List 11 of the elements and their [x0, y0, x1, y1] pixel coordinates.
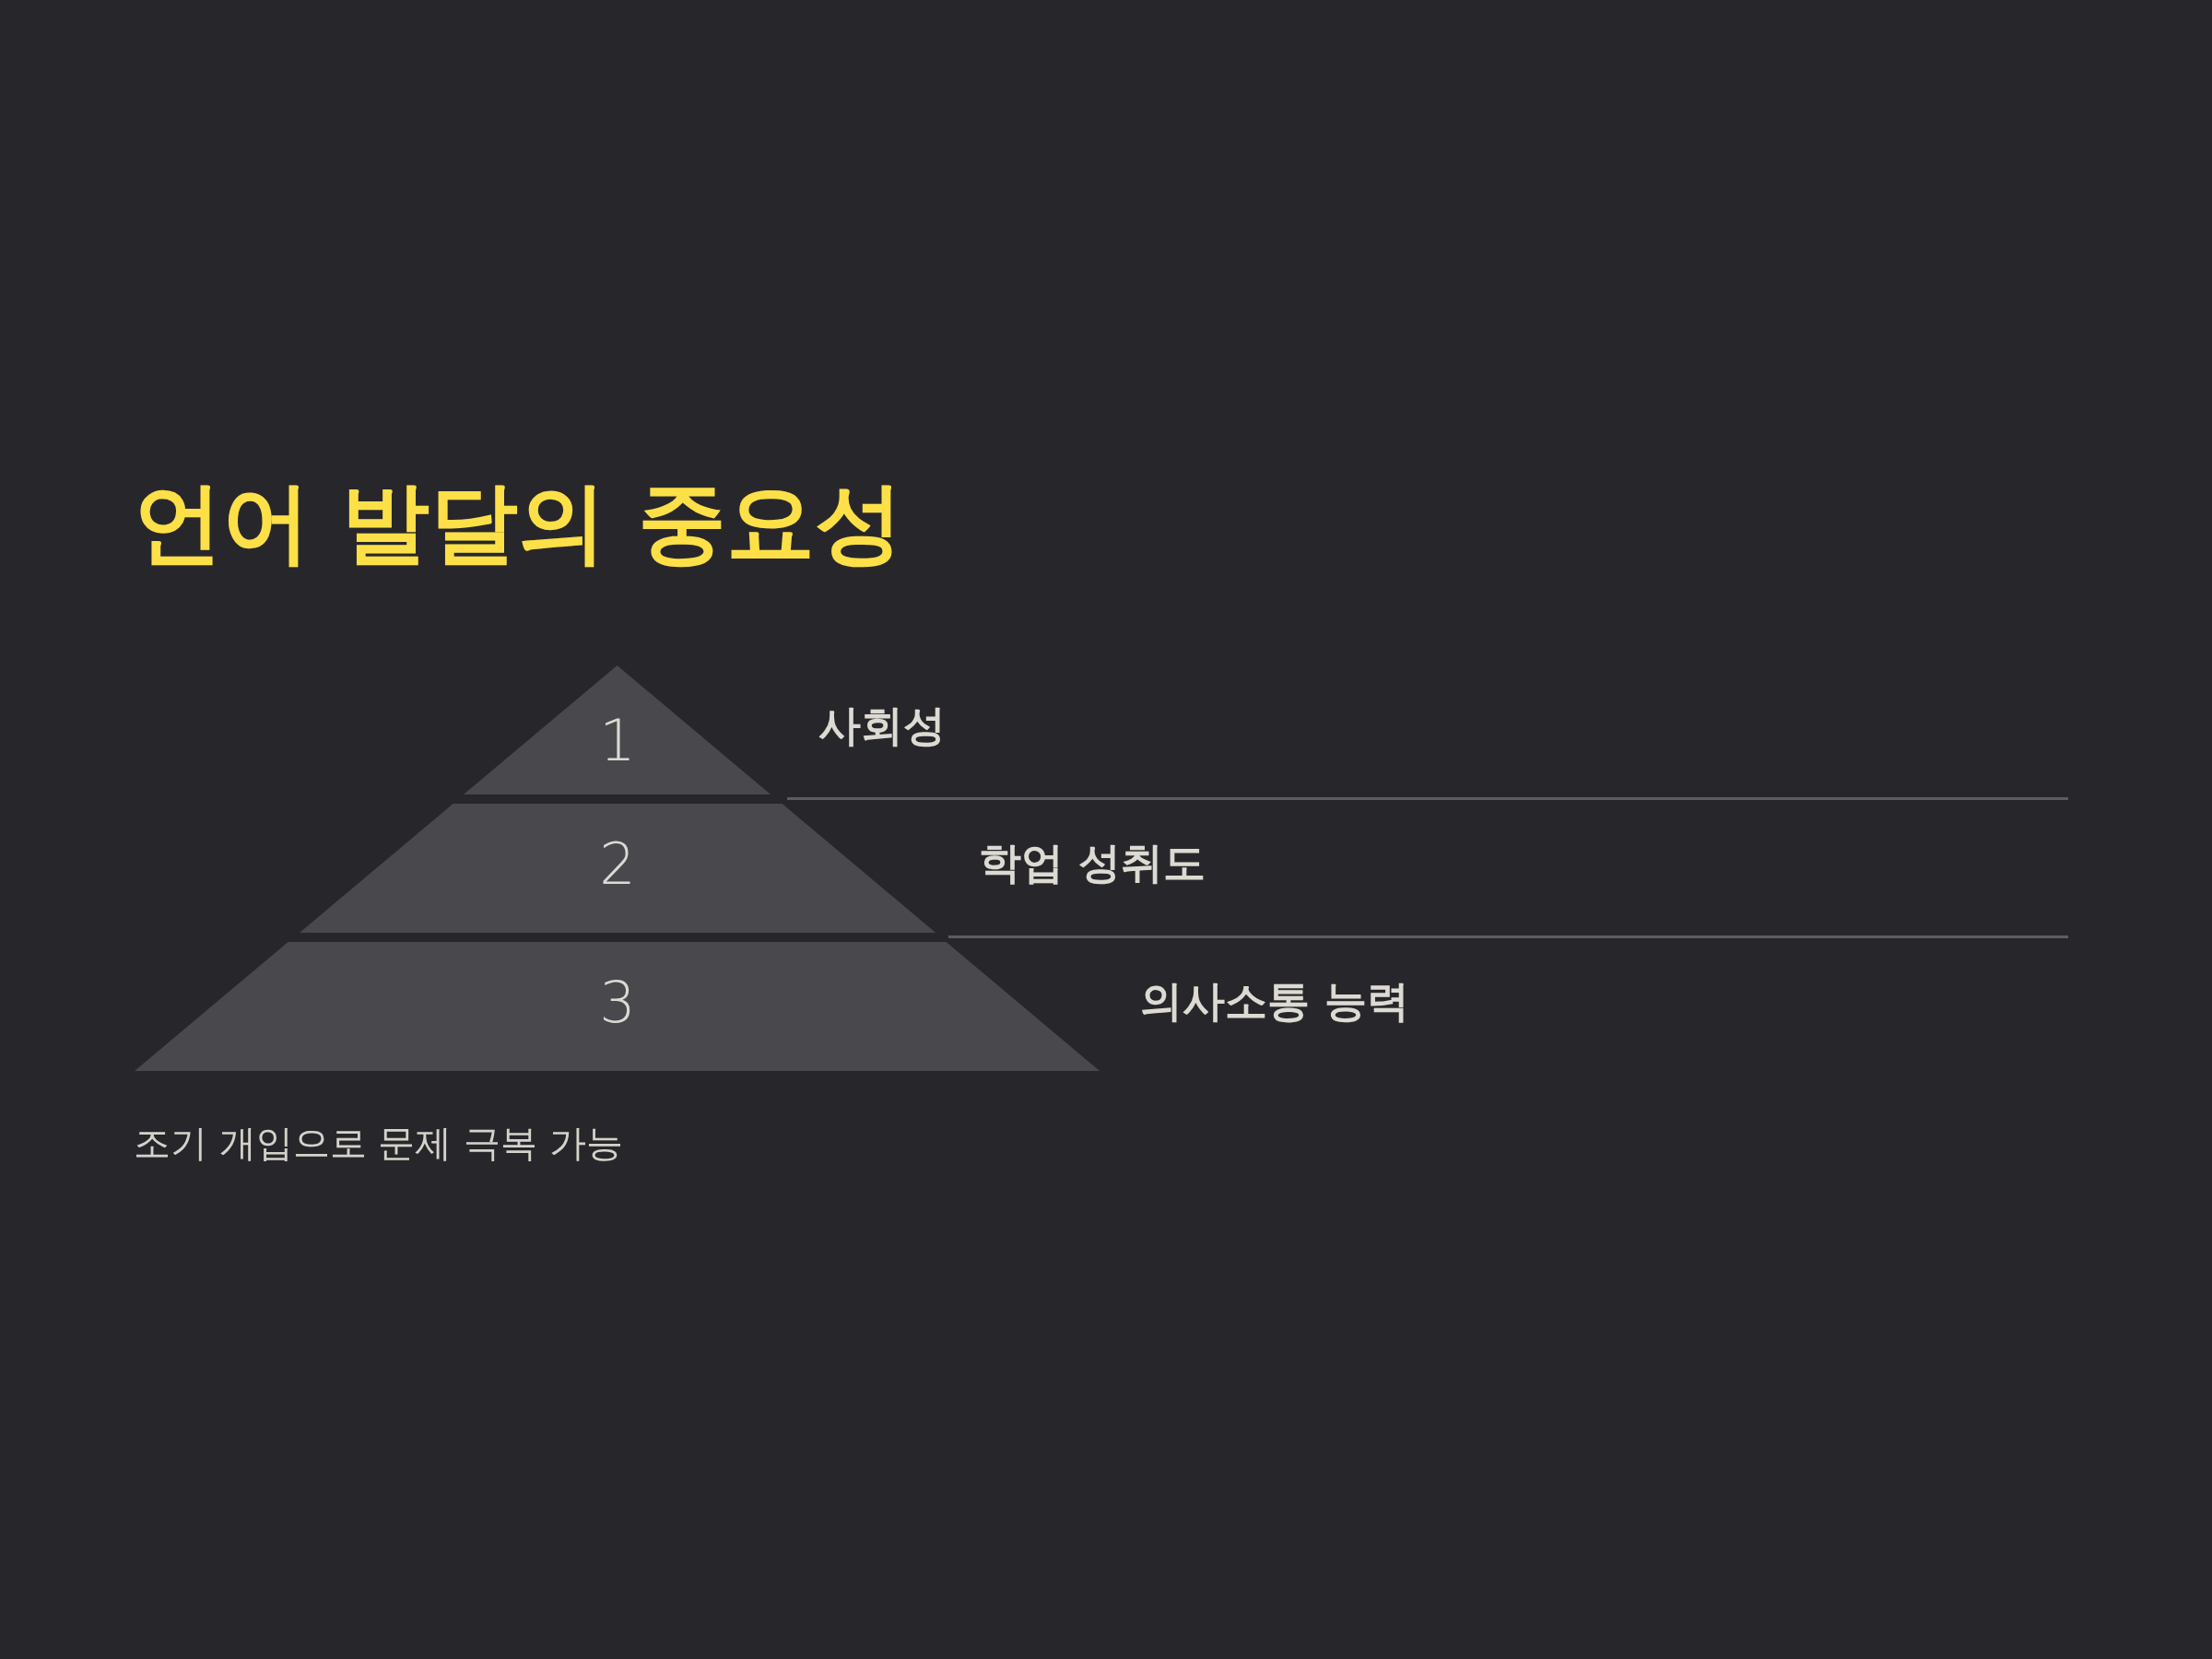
tier-number: 1	[599, 709, 636, 773]
tier-label: 사회성	[818, 700, 946, 752]
tier-label: 의사소통 능력	[1140, 976, 1409, 1028]
pyramid-tier	[135, 942, 1100, 1071]
caption: 조기 개입으로 문제 극복 가능	[134, 1121, 623, 1165]
tier-label: 학업 성취도	[979, 838, 1206, 889]
pyramid-tier	[464, 665, 771, 794]
tier-number: 3	[599, 971, 636, 1035]
pyramid-tier	[299, 804, 936, 933]
tier-number: 2	[599, 832, 636, 897]
title: 언어 발달의 중요성	[134, 472, 903, 574]
